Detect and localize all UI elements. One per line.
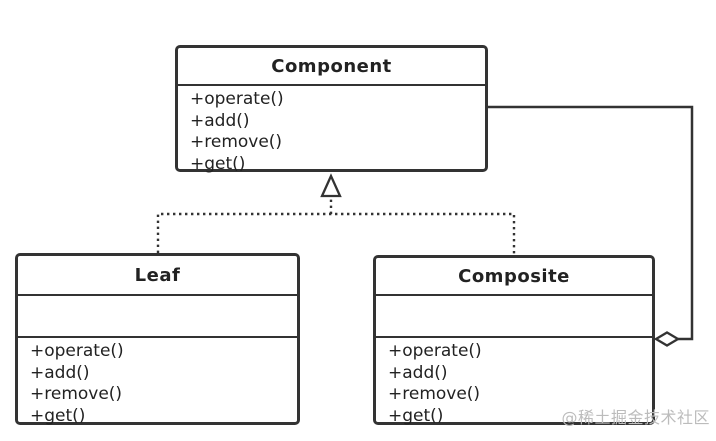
class-box-leaf: Leaf +operate() +add() +remove() +get() — [15, 253, 300, 427]
method-item: +add() — [30, 362, 90, 383]
class-title-component: Component — [178, 48, 485, 86]
method-item: +remove() — [388, 384, 481, 404]
method-item: +remove() — [30, 384, 123, 404]
method-item: +get() — [30, 405, 86, 426]
watermark: @稀土掘金技术社区 — [561, 408, 710, 427]
method-item: +remove() — [190, 132, 283, 152]
class-attributes-leaf-empty — [18, 296, 297, 338]
hollow-diamond-icon — [653, 331, 681, 347]
method-item: +add() — [190, 110, 250, 131]
class-methods-composite: +operate() +add() +remove() +get() — [376, 338, 652, 427]
method-item: +operate() — [190, 89, 284, 109]
method-item: +get() — [388, 405, 444, 426]
method-item: +get() — [190, 153, 246, 174]
class-attributes-composite-empty — [376, 296, 652, 338]
hollow-triangle-icon — [320, 173, 342, 198]
class-box-composite: Composite +operate() +add() +remove() +g… — [373, 255, 655, 427]
class-title-composite: Composite — [376, 258, 652, 296]
class-title-leaf: Leaf — [18, 256, 297, 296]
class-methods-leaf: +operate() +add() +remove() +get() — [18, 338, 297, 427]
method-item: +add() — [388, 362, 448, 383]
class-box-component: Component +operate() +add() +remove() +g… — [175, 45, 488, 175]
method-item: +operate() — [388, 341, 482, 361]
class-methods-component: +operate() +add() +remove() +get() — [178, 86, 485, 175]
method-item: +operate() — [30, 341, 124, 361]
realization-connector — [156, 173, 516, 255]
